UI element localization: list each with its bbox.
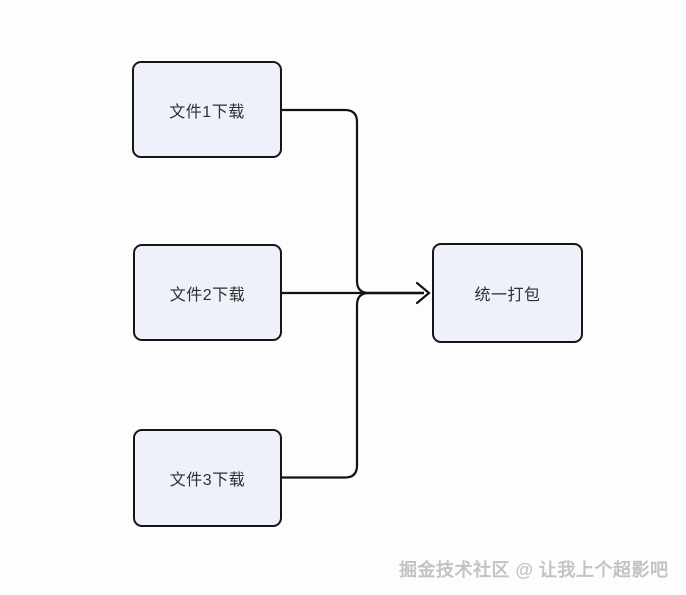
node-file1-label: 文件1下载 [169,103,245,121]
node-file1-download: 文件1下载 [132,61,282,158]
node-unified-package-label: 统一打包 [474,287,541,304]
watermark-text: 掘金技术社区 @ 让我上个超影吧 [399,560,669,580]
node-unified-package: 统一打包 [432,243,583,343]
edge-file1-to-package [282,108,424,295]
node-file3-download: 文件3下载 [133,429,282,527]
node-file2-label: 文件2下载 [169,286,246,304]
node-file2-download: 文件2下载 [133,244,282,341]
node-file3-label: 文件3下载 [169,472,246,489]
arrowhead-icon [415,281,431,305]
edge-file3-to-package [282,291,424,479]
